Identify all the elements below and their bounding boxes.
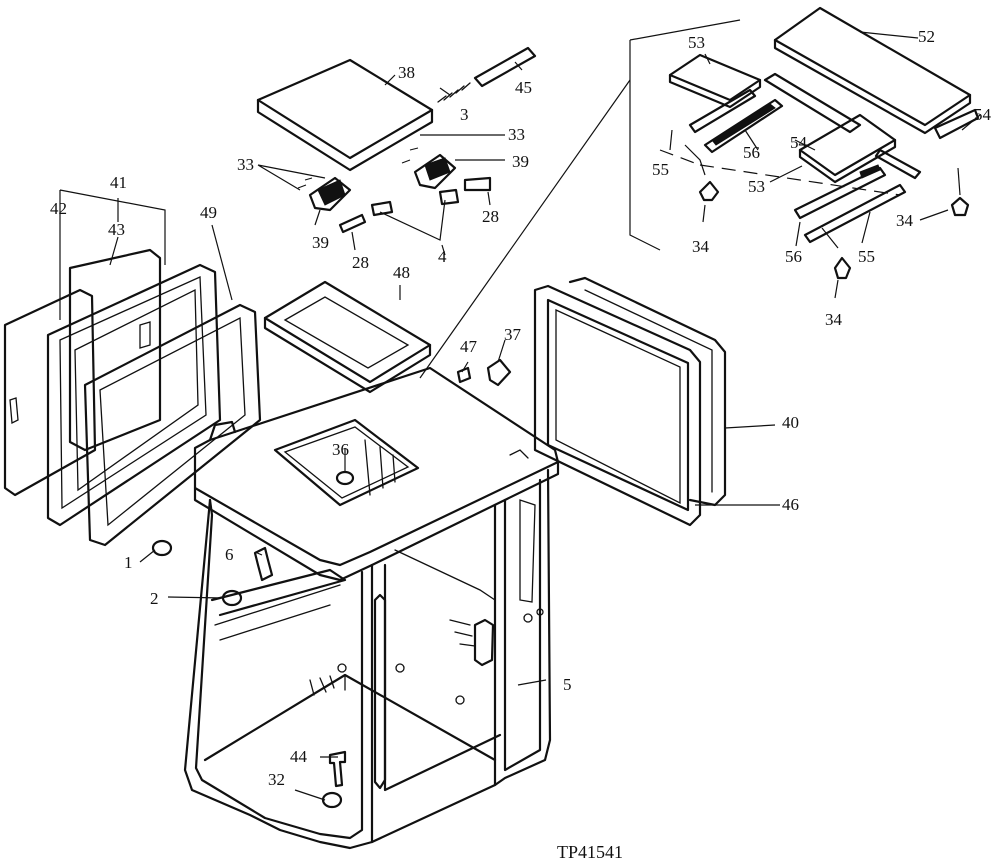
leader-lines <box>59 31 981 801</box>
callout-54-right: 54 <box>974 105 992 124</box>
callout-40: 40 <box>782 413 799 432</box>
callout-38: 38 <box>398 63 415 82</box>
callout-36: 36 <box>332 440 349 459</box>
callout-46: 46 <box>782 495 799 514</box>
right-window-assembly <box>533 276 727 527</box>
callout-28-left: 28 <box>352 253 369 272</box>
spring-and-pin <box>437 46 537 103</box>
callout-34-c: 34 <box>896 211 914 230</box>
callout-39-right: 39 <box>512 152 529 171</box>
callout-28-right: 28 <box>482 207 499 226</box>
latches-and-bolts <box>297 147 492 241</box>
callout-52: 52 <box>918 27 935 46</box>
callout-3: 3 <box>460 105 469 124</box>
callout-43: 43 <box>108 220 125 239</box>
callout-5: 5 <box>563 675 572 694</box>
inset-panels <box>419 6 980 379</box>
figure-id: TP41541 <box>557 842 623 862</box>
callout-56-lower: 56 <box>785 247 802 266</box>
callout-1: 1 <box>124 553 133 572</box>
callout-4: 4 <box>438 247 447 266</box>
callout-53-lower: 53 <box>748 177 765 196</box>
callout-45: 45 <box>515 78 532 97</box>
hatch-lid-38 <box>256 58 434 172</box>
callout-47: 47 <box>460 337 478 356</box>
callout-56-upper: 56 <box>743 143 760 162</box>
callout-32: 32 <box>268 770 285 789</box>
callout-labels: 1 2 3 4 5 6 28 28 32 33 33 34 34 34 36 3… <box>50 27 992 789</box>
callout-55-lower: 55 <box>858 247 875 266</box>
callout-49: 49 <box>200 203 217 222</box>
callout-6: 6 <box>225 545 234 564</box>
callout-42: 42 <box>50 199 67 218</box>
callout-54-left: 54 <box>790 133 808 152</box>
callout-53-upper: 53 <box>688 33 705 52</box>
callout-44: 44 <box>290 747 308 766</box>
callout-48: 48 <box>393 263 410 282</box>
callout-41: 41 <box>110 173 127 192</box>
callout-55-upper: 55 <box>652 160 669 179</box>
roof-hatch-48 <box>263 280 432 394</box>
callout-34-a: 34 <box>692 237 710 256</box>
callout-33-right: 33 <box>508 125 525 144</box>
callout-39-left: 39 <box>312 233 329 252</box>
left-window-assembly <box>3 248 262 547</box>
callout-33-left: 33 <box>237 155 254 174</box>
callout-37: 37 <box>504 325 522 344</box>
callout-34-b: 34 <box>825 310 843 329</box>
cab-frame <box>183 366 560 850</box>
callout-2: 2 <box>150 589 159 608</box>
